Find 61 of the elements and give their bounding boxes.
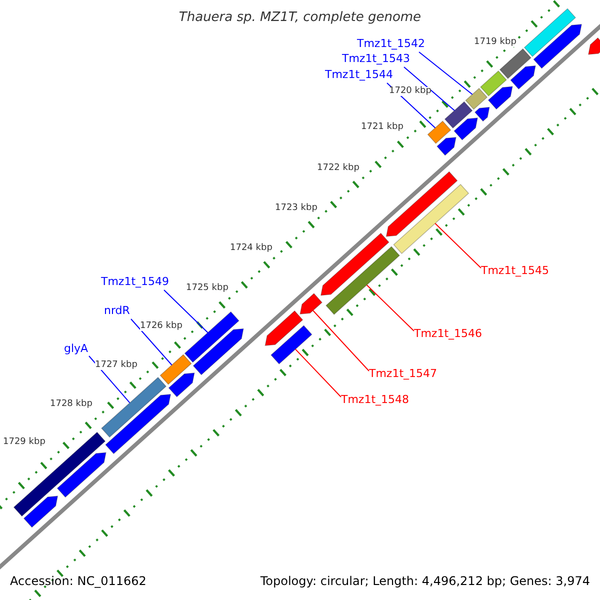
gene-bar [499,48,532,80]
gene-feature [436,136,456,156]
scale-label: 1729 kbp [3,438,46,447]
gene-bar [524,8,576,57]
leader-line [366,284,414,332]
gene-bar [444,101,473,129]
gene-label: Tmz1t_1544 [325,69,394,80]
gene-feature [300,292,323,314]
gene-bar [465,88,488,110]
gene-feature [533,24,582,69]
scale-label: 1724 kbp [230,244,272,253]
gene-feature [264,310,304,346]
gene-bar [326,246,400,315]
gene-bar [270,325,312,364]
gene-bar [100,376,167,438]
gene-label: Tmz1t_1546 [414,328,482,339]
gene-feature [510,65,536,90]
gene-bar [184,311,240,363]
footer-text: Topology: circular; Length: 4,496,212 bp; Genes: 3,974 [260,575,590,587]
leader-line [312,310,370,372]
gene-label: nrdR [104,305,130,316]
leader-line [418,52,473,95]
gene-bar [393,184,470,254]
scale-label: 1719 kbp [474,38,516,47]
gene-feature [56,452,106,498]
leader-line [164,290,208,334]
scale-label: 1720 kbp [389,87,432,96]
gene-feature [474,106,490,122]
gene-label: Tmz1t_1542 [357,38,426,49]
scale-label: 1721 kbp [361,123,404,132]
gene-feature [588,37,600,55]
gene-feature [454,118,478,140]
scale-label: 1725 kbp [186,284,228,293]
gene-label: Tmz1t_1543 [342,53,410,64]
leader-line [130,318,172,366]
scale-label: 1722 kbp [317,164,360,173]
gene-feature [23,496,58,528]
title: Thauera sp. MZ1T, complete genome [178,11,422,24]
gene-feature [320,232,390,296]
gene-feature [192,328,244,376]
gene-bar [160,354,192,385]
leader-line [88,356,130,404]
gene-label: glyA [64,343,88,354]
gene-feature [488,86,513,110]
leader-line [404,66,455,111]
gene-label: Tmz1t_1545 [481,265,550,276]
gene-feature [105,394,172,454]
gene-feature [386,171,458,237]
gene-label: Tmz1t_1549 [101,276,170,287]
gene-bar [427,120,452,144]
leader-line [294,348,342,398]
gene-bar [480,70,507,96]
gene-label: Tmz1t_1547 [369,368,438,379]
footer-text: Accession: NC_011662 [10,575,146,587]
gene-label: Tmz1t_1548 [341,394,410,405]
scale-label: 1728 kbp [50,400,92,409]
scale-label: 1726 kbp [140,322,182,331]
gene-feature [168,372,195,398]
leader-line [434,222,482,268]
scale-label: 1723 kbp [275,204,318,213]
scale-label: 1727 kbp [95,361,138,370]
